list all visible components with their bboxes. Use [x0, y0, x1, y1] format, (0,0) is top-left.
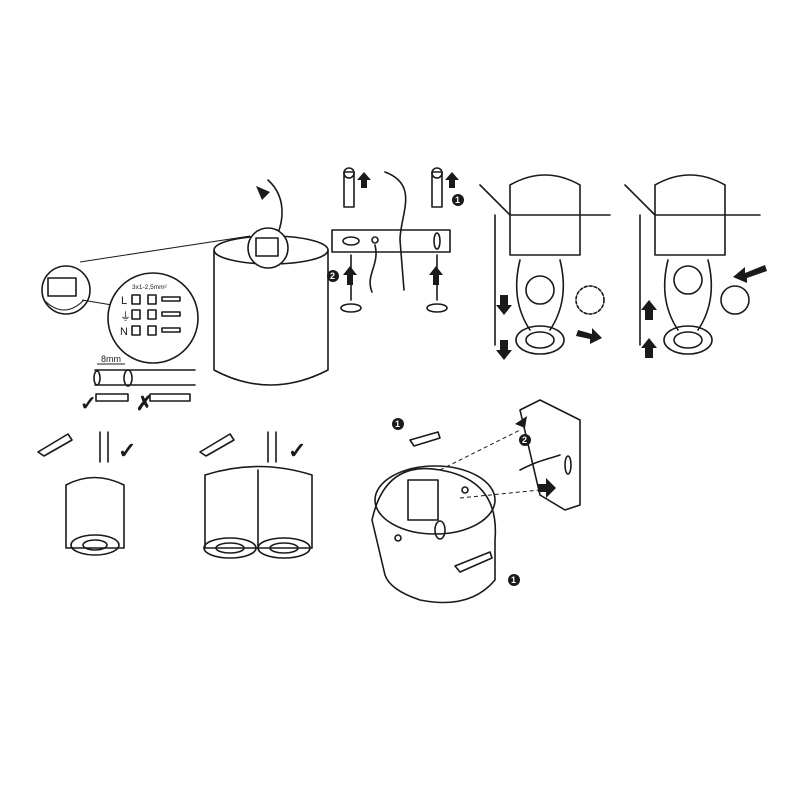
panel-bulb-removal — [479, 174, 611, 360]
correct-mark: ✓ — [118, 438, 136, 463]
arrow-up-icon — [445, 172, 459, 188]
arrow-up-icon — [357, 172, 371, 188]
svg-text:2: 2 — [522, 435, 527, 445]
allen-key-icon — [37, 433, 73, 457]
panel-mounting-plate: 1 2 — [327, 167, 464, 313]
allen-key-icon — [409, 431, 441, 447]
svg-text:1: 1 — [395, 419, 400, 429]
step-badge — [392, 418, 404, 430]
svg-text:1: 1 — [511, 575, 516, 585]
panel-single-contents: ✓ — [37, 431, 136, 556]
terminal-block-detail — [247, 227, 289, 269]
mounting-plate — [331, 229, 451, 253]
terminal-label-earth: ⏚ — [120, 310, 131, 323]
arrow-up-icon — [641, 300, 657, 320]
double-fixture — [204, 465, 313, 549]
arrow-up-icon — [343, 266, 357, 285]
panel-bulb-insert — [624, 174, 767, 358]
arrow-up-icon — [641, 338, 657, 358]
correct-mark: ✓ — [288, 438, 306, 463]
mounting-bracket — [519, 399, 581, 511]
arrow-down-icon — [496, 295, 512, 315]
fixture-body — [371, 467, 497, 604]
allen-key-icon — [199, 433, 235, 457]
panel-attach-fixture: 1 2 1 — [371, 399, 581, 604]
arrow-right-icon — [515, 416, 527, 428]
svg-text:2: 2 — [330, 271, 335, 281]
arrow-right-icon — [538, 478, 556, 498]
arrow-down-icon — [496, 340, 512, 360]
arrow-right-icon — [576, 328, 602, 344]
step-badge — [508, 574, 520, 586]
step-badge — [452, 194, 464, 206]
step-badge — [519, 434, 531, 446]
terminal-rows — [131, 294, 181, 336]
strip-length-label: 8mm — [101, 354, 121, 364]
terminal-label-live: L — [121, 295, 127, 307]
arrow-down-icon — [256, 186, 270, 200]
cable-spec-label: 3x1-2,5mm² — [132, 284, 168, 291]
svg-text:1: 1 — [455, 195, 460, 205]
allen-key-icon — [454, 551, 493, 573]
correct-mark: ✓ — [80, 393, 97, 415]
terminal-label-neutral: N — [120, 326, 128, 338]
arrow-left-icon — [733, 265, 767, 283]
panel-cable-connection: 3x1-2,5mm² L ⏚ N 8mm ✓ ✗ — [41, 179, 329, 415]
arrow-up-icon — [429, 266, 443, 285]
single-fixture — [65, 476, 125, 549]
wiring-magnifier — [107, 272, 199, 364]
step-badge — [327, 270, 339, 282]
panel-double-contents: ✓ — [199, 431, 313, 559]
wrong-mark: ✗ — [136, 393, 153, 415]
